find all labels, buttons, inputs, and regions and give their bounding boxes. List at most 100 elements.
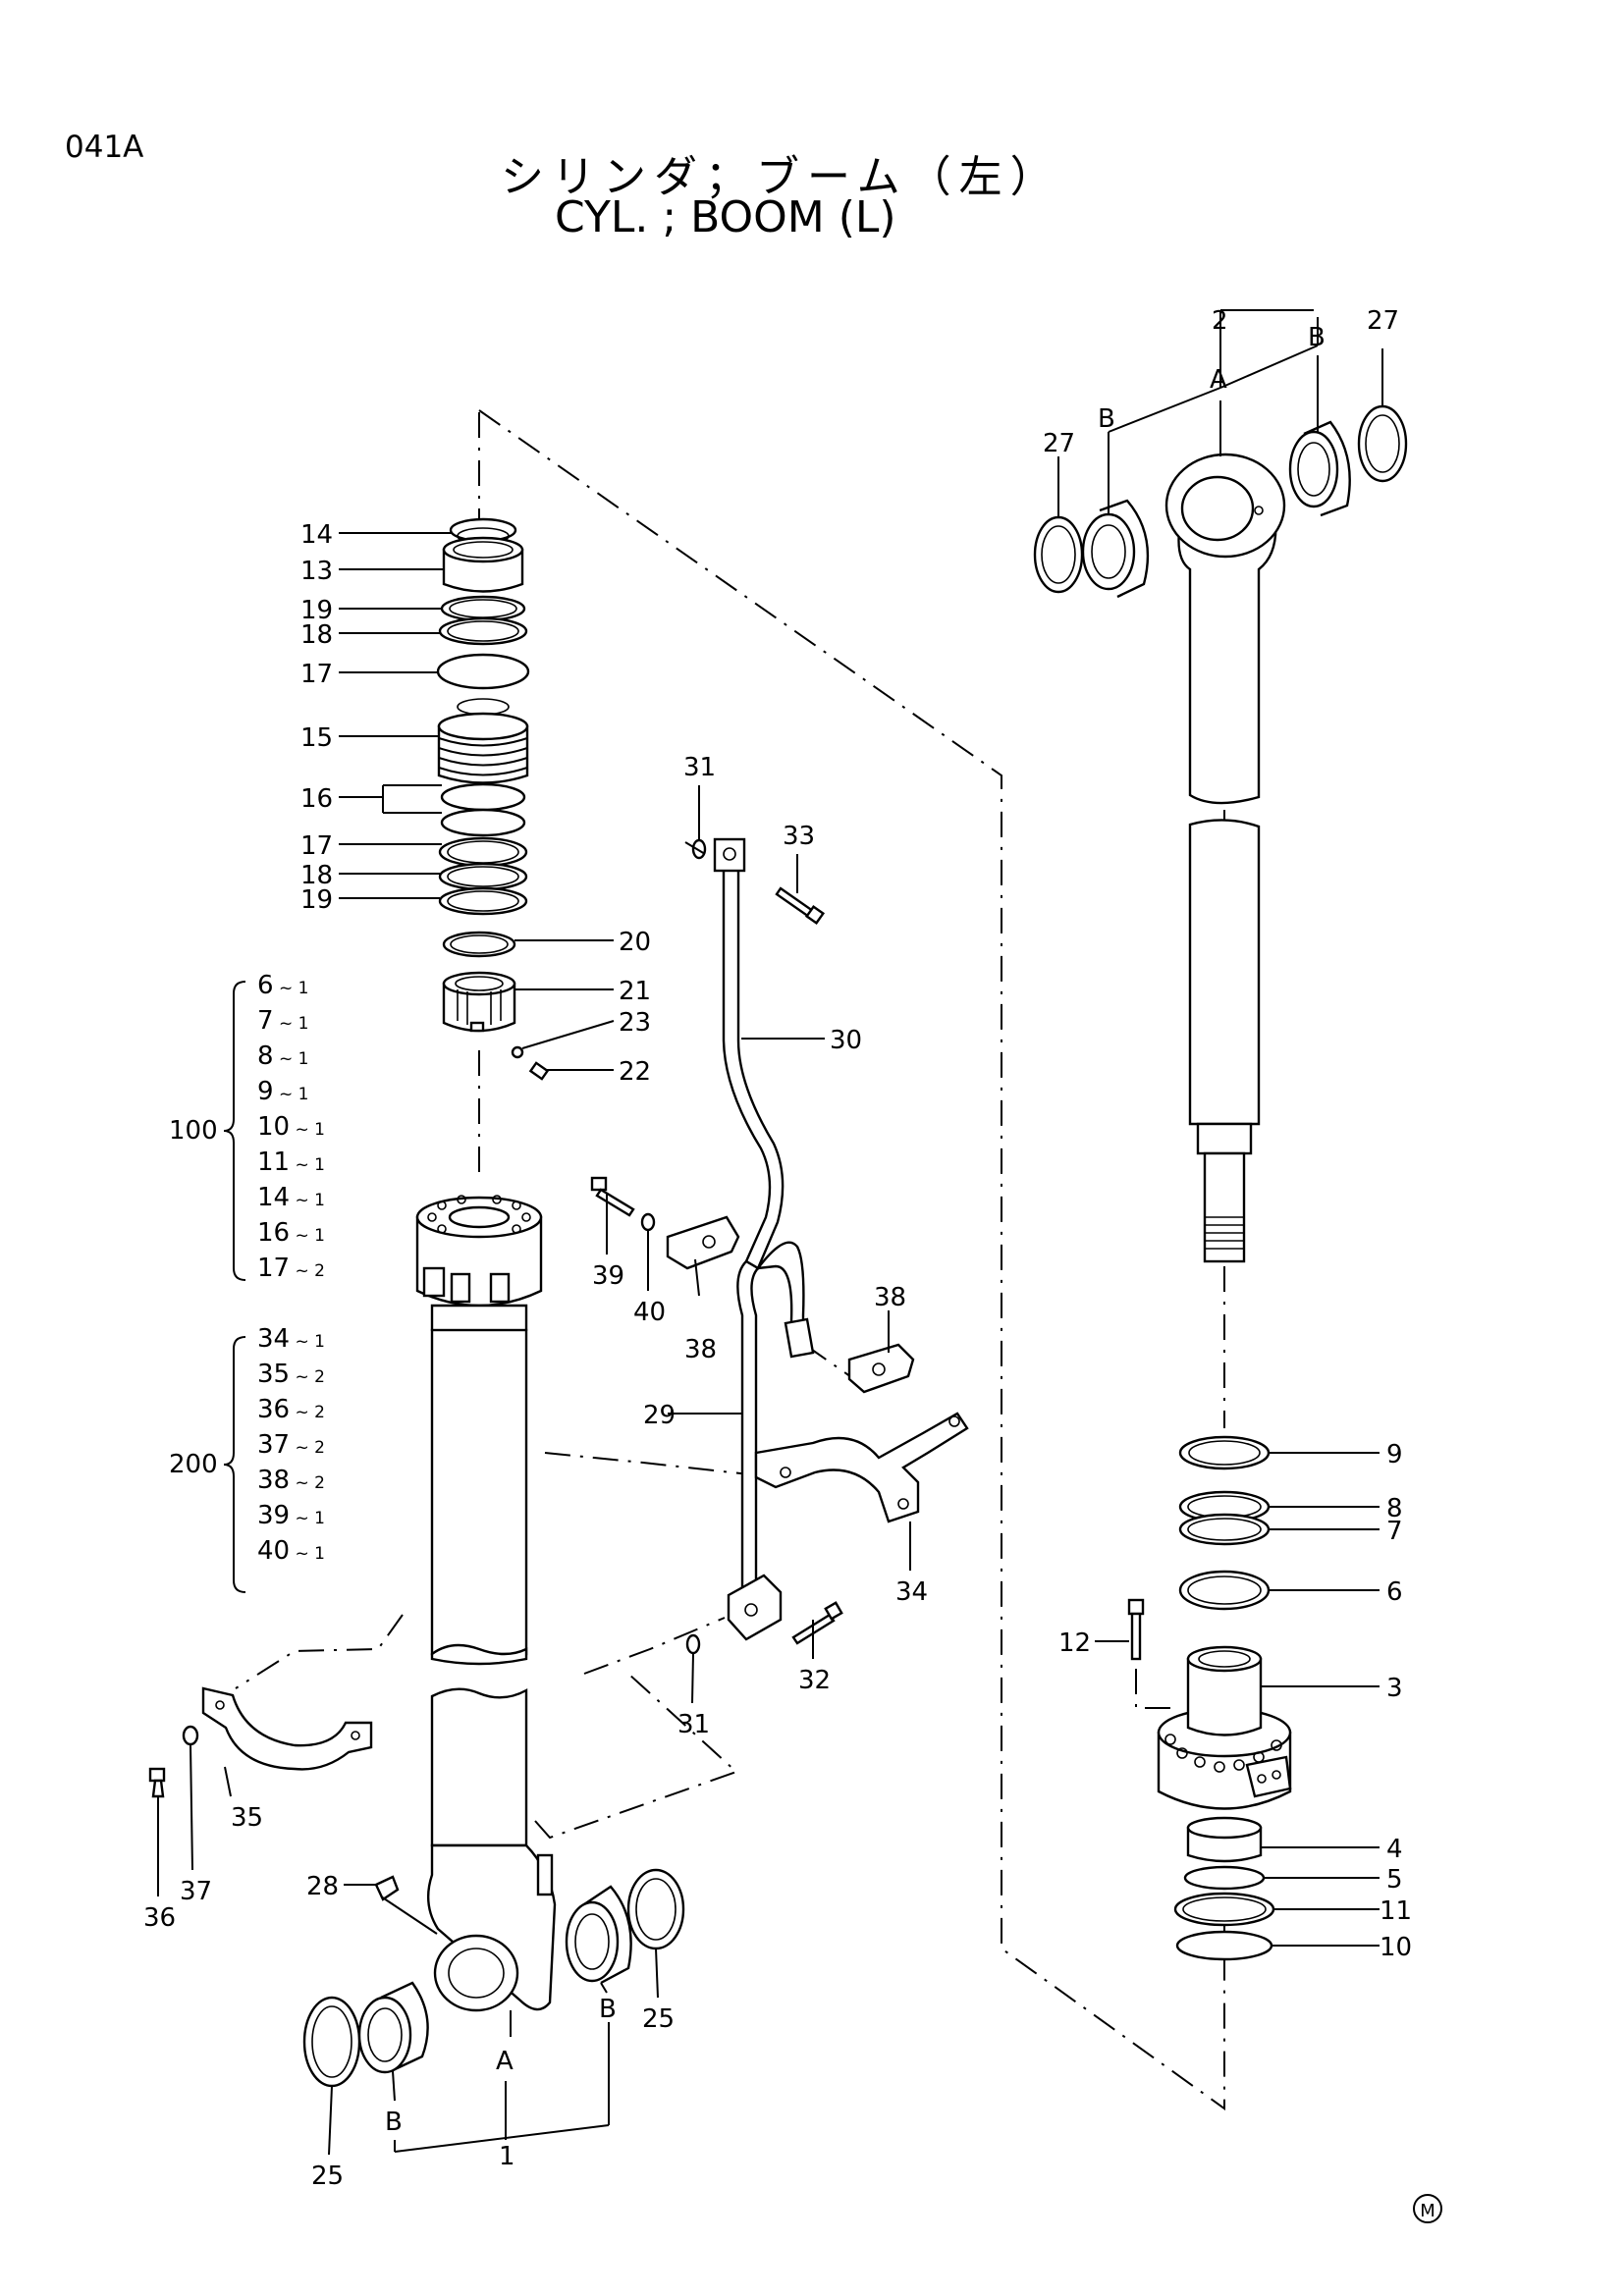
part-3-piston [1157,1645,1292,1810]
label-3: 3 [1386,1674,1403,1703]
kit-item-7: 7 ~ 1 [257,1006,308,1036]
part-19-lower-ring [438,886,528,916]
part-5-ring [1183,1865,1266,1891]
kit-item-11: 11 ~ 1 [257,1148,325,1177]
label-19-lower: 19 [300,885,333,915]
assembly-line-clamp [235,1614,404,1689]
kit-item-36: 36 ~ 2 [257,1395,325,1424]
label-31: 31 [683,753,716,782]
label-17: 17 [300,660,333,689]
kit-item-37: 37 ~ 2 [257,1430,325,1460]
label-27-left: 27 [1043,429,1075,458]
label-8: 8 [1386,1494,1403,1523]
cylinder-head-seals [436,517,550,1081]
label-38: 38 [684,1335,717,1364]
label-18-lower: 18 [300,861,333,890]
kit-item-38: 38 ~ 2 [257,1466,325,1495]
label-27-right: 27 [1367,306,1399,336]
kit-item-16: 16 ~ 1 [257,1218,325,1248]
part-18-ring [438,616,528,646]
label-15: 15 [300,723,333,753]
label-12: 12 [1058,1629,1091,1658]
assembly-line-bracket [544,1452,777,1478]
label-b-tube-right: B [599,1995,617,2024]
label-25-right: 25 [642,2004,675,2034]
kit-item-6: 6 ~ 1 [257,971,308,1000]
part-31-o-ring-upper [691,838,707,860]
part-39-bolt [590,1176,635,1255]
label-1: 1 [499,2142,515,2171]
rod-thread [1203,1151,1246,1263]
part-35-clamp [201,1686,373,1771]
label-28: 28 [306,1872,339,1901]
kit-item-9: 9 ~ 1 [257,1077,308,1106]
part-10-o-ring [1175,1930,1273,1961]
label-39: 39 [592,1261,624,1291]
title-japanese: シリンダ；ブーム（左） [501,152,1061,202]
kit-item-10: 10 ~ 1 [257,1112,325,1142]
label-5: 5 [1386,1865,1403,1895]
part-30-pipe [713,837,785,1270]
label-14: 14 [300,520,333,550]
label-38-right: 38 [874,1283,906,1312]
part-33-bolt [775,886,826,926]
part-12-bolt [1127,1598,1173,1709]
label-20: 20 [619,928,651,957]
part-40-washer [640,1212,656,1291]
part-18-lower-ring [438,862,528,891]
kit-item-8: 8 ~ 1 [257,1041,308,1071]
kit-item-34: 34 ~ 1 [257,1324,325,1354]
label-19: 19 [300,596,333,625]
kit-item-35: 35 ~ 2 [257,1360,325,1389]
label-33: 33 [783,822,815,851]
group-100-items: 6 ~ 17 ~ 18 ~ 19 ~ 110 ~ 111 ~ 114 ~ 116… [257,971,325,1283]
leader-lines [224,309,1383,2156]
part-29-pipe [727,1241,805,1641]
rod-step [1196,1122,1253,1155]
label-17-lower: 17 [300,831,333,861]
kit-item-40: 40 ~ 1 [257,1536,325,1566]
group-200-label: 200 [169,1450,218,1479]
label-b-rod-left: B [1098,404,1115,434]
cylinder-tube [415,1195,557,2012]
part-17-o-ring [436,653,530,690]
label-18: 18 [300,620,333,650]
label-34: 34 [895,1577,928,1607]
label-40: 40 [633,1298,666,1327]
label-32: 32 [798,1666,831,1695]
part-37-washer [182,1725,199,1871]
part-32-bolt [791,1601,843,1645]
label-b-tube-left: B [385,2108,403,2137]
group-100-brace [223,981,246,1281]
label-25: 25 [311,2162,344,2191]
label-6: 6 [1386,1577,1403,1607]
piston-rod [1164,453,1286,1263]
label-a-rod: A [1210,365,1227,395]
label-21: 21 [619,977,651,1006]
part-15-piston-seal [437,712,529,784]
rod-eye [1177,490,1277,805]
label-30: 30 [830,1026,862,1055]
label-29: 29 [643,1401,676,1430]
label-11: 11 [1380,1896,1412,1926]
assembly-line-pipe-lower [583,1617,726,1675]
label-23: 23 [619,1008,651,1038]
label-16: 16 [300,784,333,814]
title-english: CYL. ; BOOM (L) [555,192,896,242]
label-a-tube: A [496,2047,514,2076]
page-code: 041A [65,130,144,165]
group-100-label: 100 [169,1116,218,1146]
label-b-rod-right: B [1308,323,1326,352]
part-22-set-screw [528,1061,550,1081]
label-10: 10 [1380,1933,1412,1962]
label-35: 35 [231,1803,263,1833]
part-labels: 14 1 3 19 18 17 15 16 17 18 19 20 21 23 2… [143,306,1412,2191]
label-4: 4 [1386,1835,1403,1864]
part-38-clamp-right [784,1317,915,1394]
group-200-brace [223,1336,246,1593]
piston-seals [1178,1435,1271,1611]
assembly-line-tube [534,1673,738,1840]
label-37: 37 [180,1877,212,1906]
part-16-o-ring-lower [440,808,526,837]
